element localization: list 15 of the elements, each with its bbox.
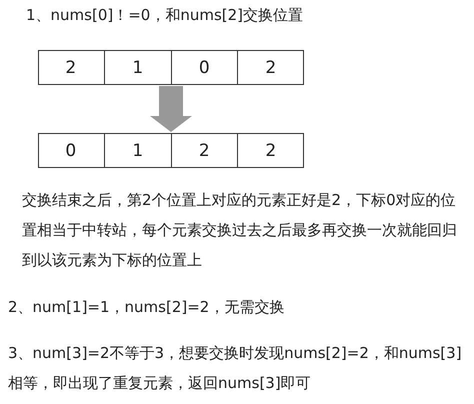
array-cell: 2 <box>170 134 237 167</box>
array-cell: 1 <box>104 134 170 167</box>
array-cell: 1 <box>104 51 170 84</box>
step-heading: 1、nums[0]！=0，和nums[2]交换位置 <box>26 5 304 26</box>
array-cell: 2 <box>237 51 304 84</box>
step-text: 2、num[1]=1，nums[2]=2，无需交换 <box>8 297 286 318</box>
array-cell: 0 <box>38 134 104 167</box>
down-arrow <box>150 86 192 132</box>
array-box <box>38 133 304 168</box>
array-cell: 2 <box>38 51 104 84</box>
array-box <box>38 50 304 85</box>
array-cell: 2 <box>237 134 304 167</box>
array-cell: 0 <box>170 51 237 84</box>
explanation-paragraph: 交换结束之后，第2个位置上对应的元素正好是2，下标0对应的位置相当于中转站，每个元素交换过去之后最多再交换一次就能回归到以该元素为下标的位置上 <box>22 190 458 271</box>
step-text: 3、num[3]=2不等于3，想要交换时发现nums[2]=2，和nums[3]相等，即出现了重复元素，返回nums[3]即可 <box>8 343 463 394</box>
